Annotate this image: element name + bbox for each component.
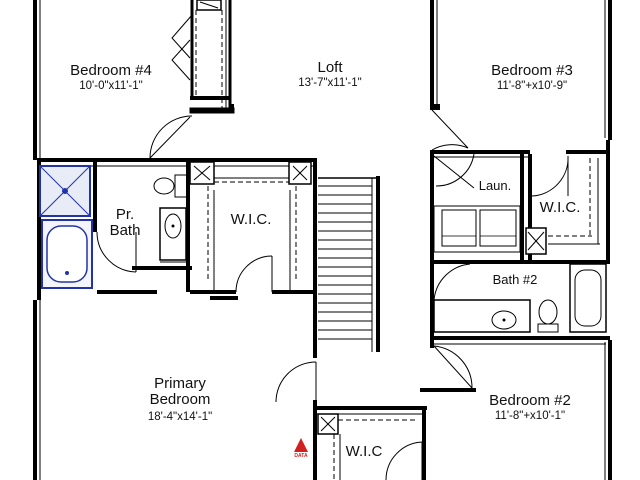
bedroom2-door (420, 342, 476, 392)
primary-name-line2: Bedroom (149, 391, 211, 408)
bedroom3-wic-name: W.I.C. (539, 199, 581, 216)
bath2-name: Bath #2 (492, 272, 538, 287)
primary-name-line1: Primary (154, 375, 206, 392)
bedroom3-name: Bedroom #3 (491, 62, 573, 79)
middle-wall (37, 140, 610, 358)
pr-bath-name-line2: Bath (109, 222, 141, 239)
loft-name: Loft (317, 59, 343, 76)
exterior-walls (33, 0, 612, 480)
bedroom3-door (431, 109, 469, 151)
primary-wic (189, 161, 314, 300)
stair-treads (318, 185, 372, 340)
bedroom4-door (149, 107, 235, 159)
primary-door (275, 361, 317, 480)
bedroom2-size: 11'-8"+x10'-1" (494, 410, 566, 422)
bedroom3-wic (525, 154, 600, 260)
bath2 (430, 263, 610, 345)
data-marker-label: DATA (294, 453, 308, 459)
primary-wic-name: W.I.C. (230, 211, 272, 228)
bottom-wic (317, 406, 427, 480)
laundry-name: Laun. (478, 178, 512, 193)
bedroom4-size: 10'-0"x11'-1" (79, 80, 143, 92)
loft-size: 13'-7"x11'-1" (298, 77, 362, 89)
data-marker-icon (294, 438, 308, 452)
bedroom4-name: Bedroom #4 (70, 62, 152, 79)
pr-bath-name-line1: Pr. (115, 206, 135, 223)
bedroom3-size: 11'-8"+x10'-9" (496, 80, 568, 92)
primary-bath (37, 162, 192, 300)
bedroom4-closet (171, 0, 232, 108)
bottom-wic-name: W.I.C (345, 443, 383, 460)
primary-size: 18'-4"x14'-1" (147, 411, 213, 423)
staircase (318, 176, 380, 352)
laundry (433, 150, 524, 260)
bedroom2-name: Bedroom #2 (489, 392, 571, 409)
